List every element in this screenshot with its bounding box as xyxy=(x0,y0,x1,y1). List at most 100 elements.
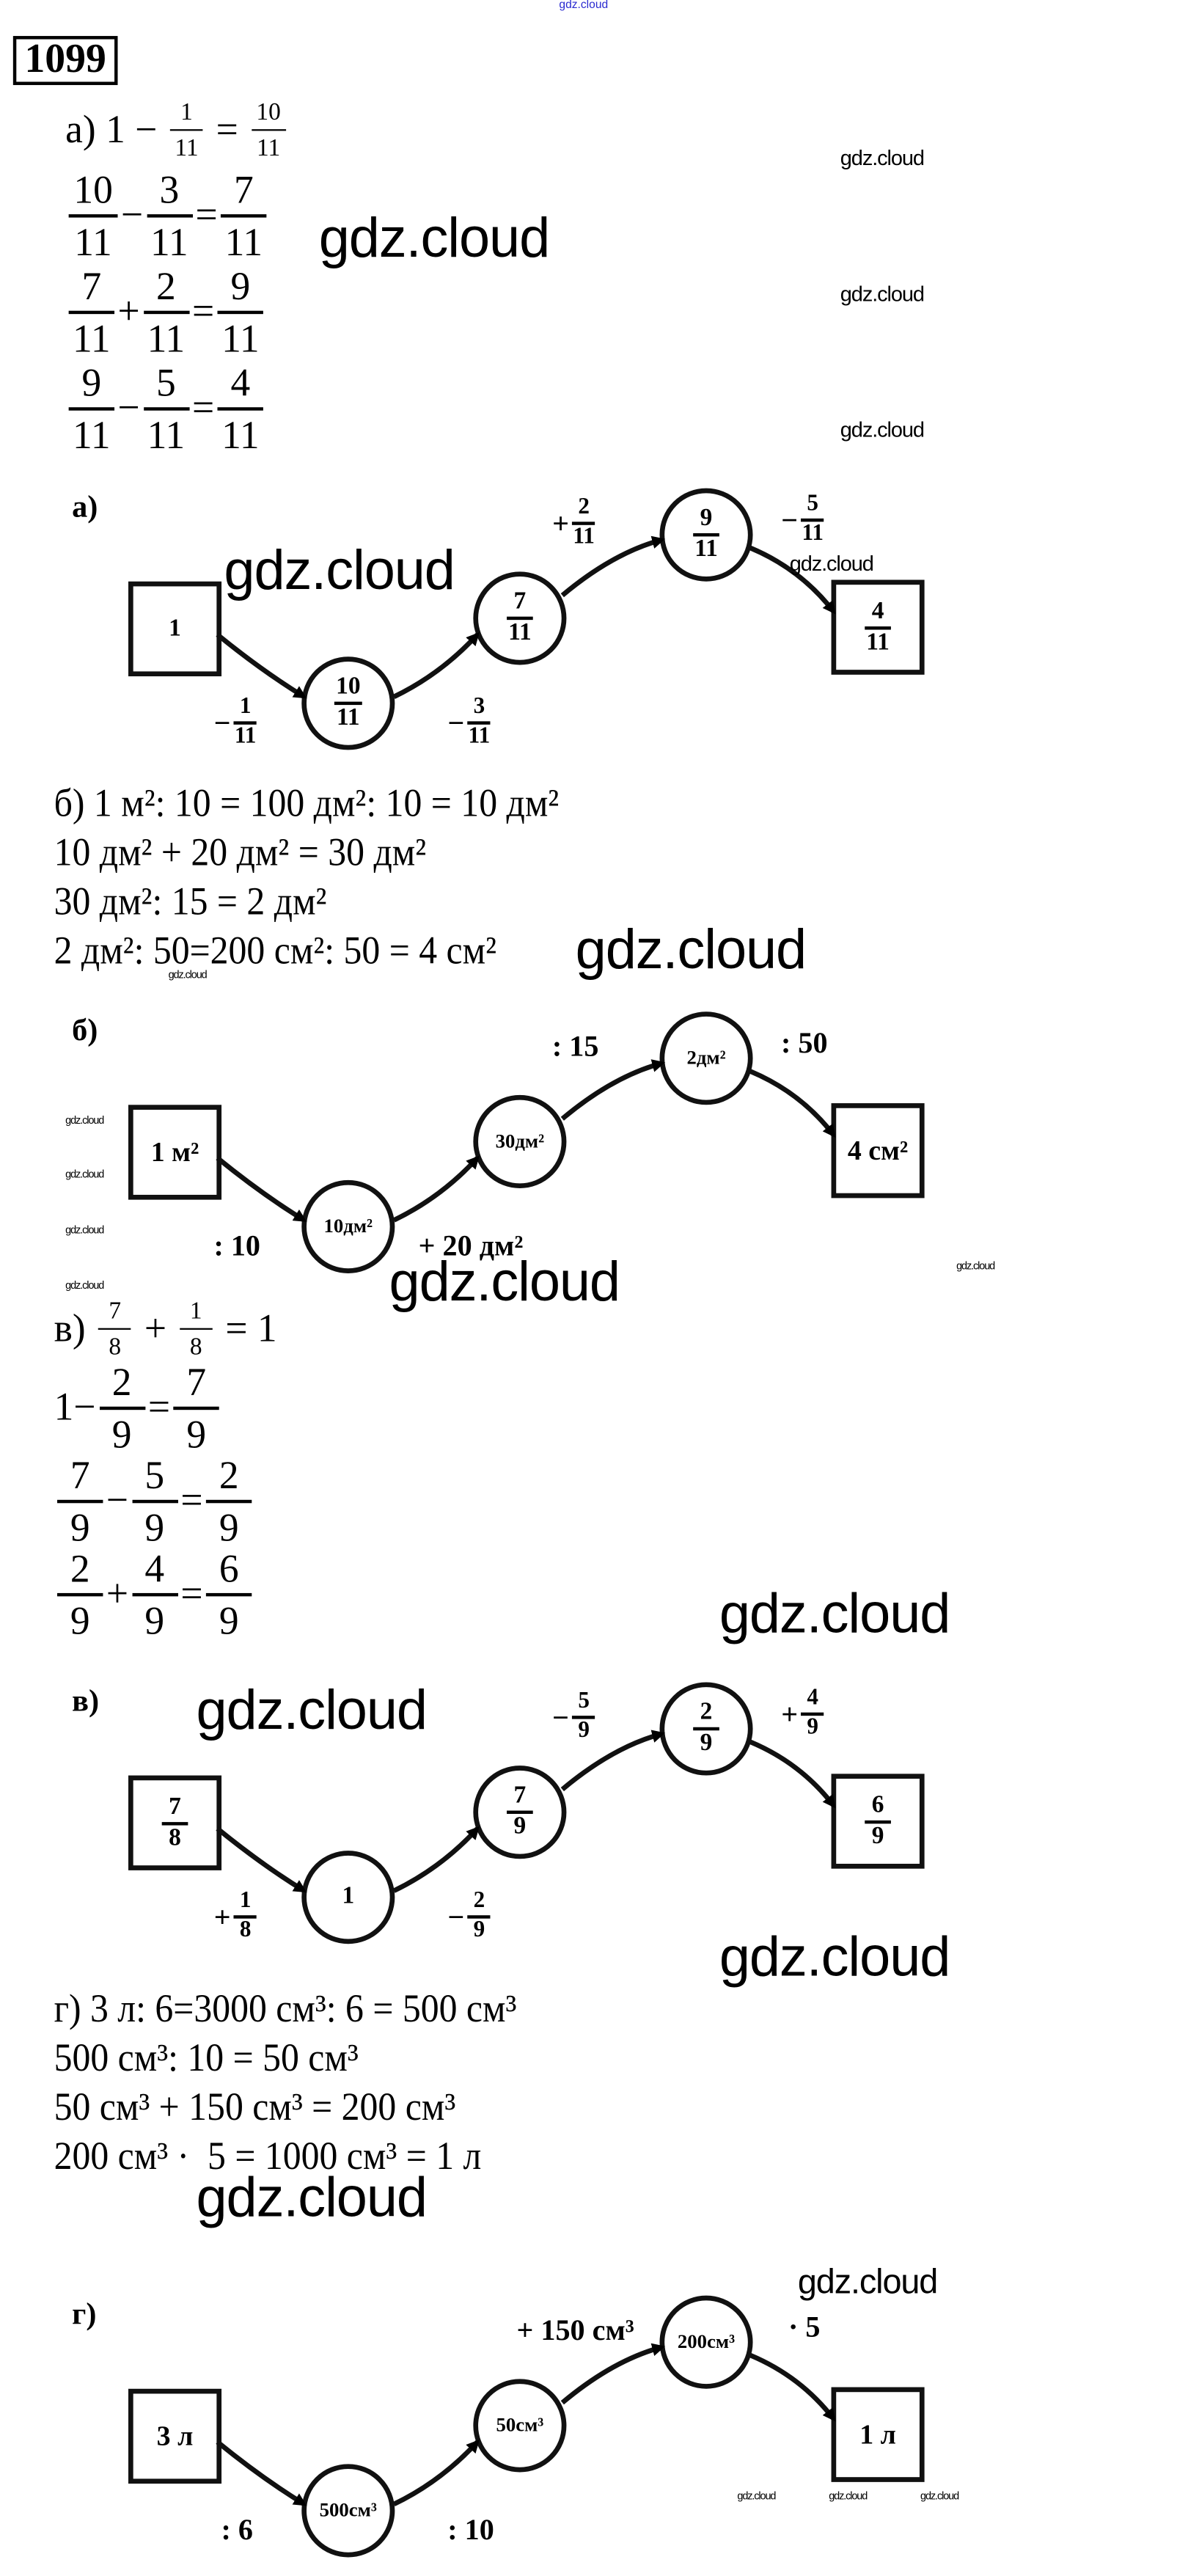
denominator: 8 xyxy=(239,1918,252,1944)
arrow xyxy=(392,2439,480,2506)
top-watermark: gdz.cloud xyxy=(559,0,609,12)
arrow xyxy=(749,1739,836,1809)
operation-label: : 10 xyxy=(213,1229,260,1264)
watermark: gdz.cloud xyxy=(840,145,925,170)
result-box xyxy=(128,581,222,677)
diagram-graphics xyxy=(128,1011,925,1273)
denominator: 11 xyxy=(224,222,263,265)
result-box xyxy=(128,1105,222,1200)
numerator: 5 xyxy=(572,1691,595,1719)
arrow xyxy=(560,1059,666,1121)
denominator: 11 xyxy=(150,222,188,265)
math-text: 3 л xyxy=(156,2421,194,2452)
watermark: gdz.cloud xyxy=(797,2264,939,2302)
denominator: 8 xyxy=(189,1333,202,1361)
math-text: = xyxy=(192,387,215,431)
arrow xyxy=(749,545,836,615)
denominator: 11 xyxy=(694,536,718,563)
diagram-graphics xyxy=(128,2295,925,2558)
equation-line: 10 дм² + 20 дм² = 30 дм² xyxy=(54,833,427,875)
equation-line: г) 3 л: 6=3000 см³: 6 = 500 см³ xyxy=(54,1988,517,2032)
denominator: 11 xyxy=(221,414,260,458)
arrow xyxy=(216,632,307,699)
denominator: 11 xyxy=(73,318,111,361)
numerator: 7 xyxy=(173,1364,219,1410)
math-text: 200см³ xyxy=(677,2330,736,2353)
watermark: gdz.cloud xyxy=(65,1281,104,1292)
denominator: 9 xyxy=(473,1918,485,1944)
denominator: 9 xyxy=(807,1716,819,1741)
math-text: = xyxy=(180,1480,203,1523)
node-value: 3 л xyxy=(157,2421,194,2454)
numerator: 9 xyxy=(693,506,719,537)
denominator: 11 xyxy=(175,136,199,162)
diagram-part-label: б) xyxy=(72,1014,98,1049)
equation-line: 50 см³ + 150 см³ = 200 см³ xyxy=(54,2087,456,2130)
numerator: 10 xyxy=(68,171,118,217)
math-text: : 15 xyxy=(551,1029,599,1063)
intermediate-circle xyxy=(473,571,567,665)
intermediate-circle xyxy=(659,2295,753,2389)
math-text: + xyxy=(117,290,140,334)
numerator: 7 xyxy=(161,1795,188,1826)
math-text: · 5 xyxy=(788,2310,821,2343)
denominator: 9 xyxy=(70,1507,90,1550)
numerator: 1 xyxy=(234,696,257,725)
numerator: 7 xyxy=(98,1299,132,1329)
denominator: 11 xyxy=(147,414,186,458)
result-box xyxy=(831,1103,925,1199)
denominator: 11 xyxy=(256,136,281,162)
denominator: 8 xyxy=(169,1825,181,1852)
node-value: 4 см² xyxy=(848,1135,908,1168)
intermediate-circle xyxy=(659,1011,753,1105)
intermediate-circle xyxy=(659,1682,753,1776)
watermark: gdz.cloud xyxy=(224,539,455,602)
equation-line: 2 дм²: 50=200 см²: 50 = 4 см² xyxy=(54,930,497,973)
math-text: : 50 xyxy=(781,1026,828,1059)
math-text: + xyxy=(552,506,570,539)
watermark: gdz.cloud xyxy=(920,2491,959,2503)
node-value: 50см³ xyxy=(496,2413,543,2437)
arrow xyxy=(560,535,666,598)
denominator: 11 xyxy=(234,724,257,750)
denominator: 9 xyxy=(144,1507,165,1550)
math-text: + xyxy=(781,1697,799,1730)
denominator: 9 xyxy=(700,1730,713,1757)
numerator: 10 xyxy=(334,675,362,706)
watermark: gdz.cloud xyxy=(737,2491,776,2503)
math-text: + xyxy=(213,1900,231,1933)
intermediate-circle xyxy=(301,656,395,750)
numerator: 2 xyxy=(467,1890,491,1919)
numerator: 1 xyxy=(234,1890,257,1919)
intermediate-circle xyxy=(301,1851,395,1944)
denominator: 9 xyxy=(871,1823,884,1851)
operation-label: : 10 xyxy=(447,2513,494,2547)
numerator: 9 xyxy=(68,364,115,410)
numerator: 3 xyxy=(146,171,193,217)
watermark: gdz.cloud xyxy=(65,1225,104,1237)
node-value: 500см³ xyxy=(320,2498,377,2522)
